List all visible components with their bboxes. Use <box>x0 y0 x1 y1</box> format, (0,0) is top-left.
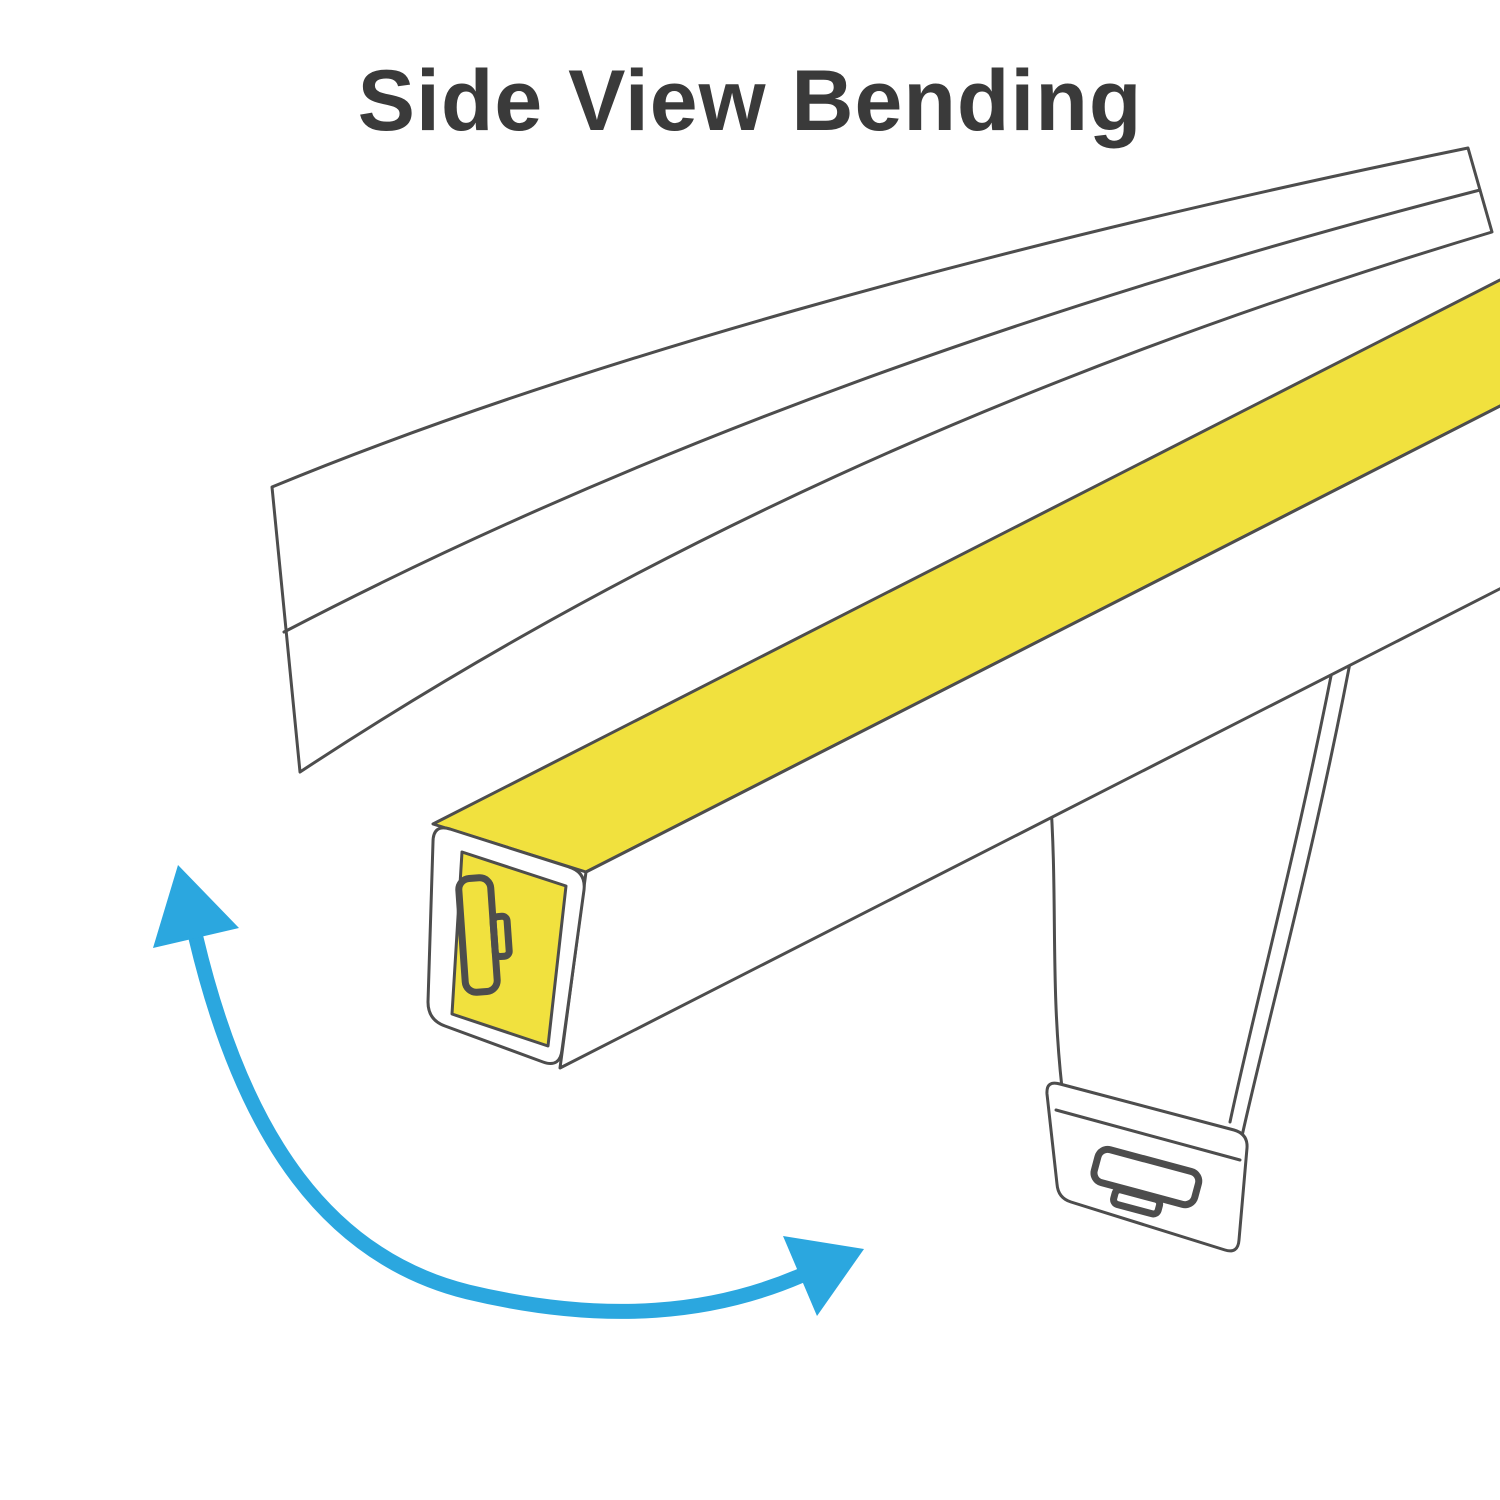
strip-connector-icon <box>455 874 513 996</box>
flat-strip-outline <box>270 146 1494 774</box>
bent-strip-inner-line <box>1228 638 1340 1124</box>
neon-bar <box>426 278 1500 1070</box>
end-cap <box>1045 1081 1249 1253</box>
end-cap-connector-icon <box>1090 1145 1203 1218</box>
bend-direction-arrow <box>153 865 864 1319</box>
page-title: Side View Bending <box>357 53 1143 149</box>
bar-end-face <box>426 826 586 1065</box>
arrow-head-up <box>153 865 239 948</box>
end-cap-bevel-line <box>1054 1108 1242 1162</box>
arrow-head-right <box>783 1236 864 1316</box>
flat-strip-center-line <box>282 188 1482 634</box>
